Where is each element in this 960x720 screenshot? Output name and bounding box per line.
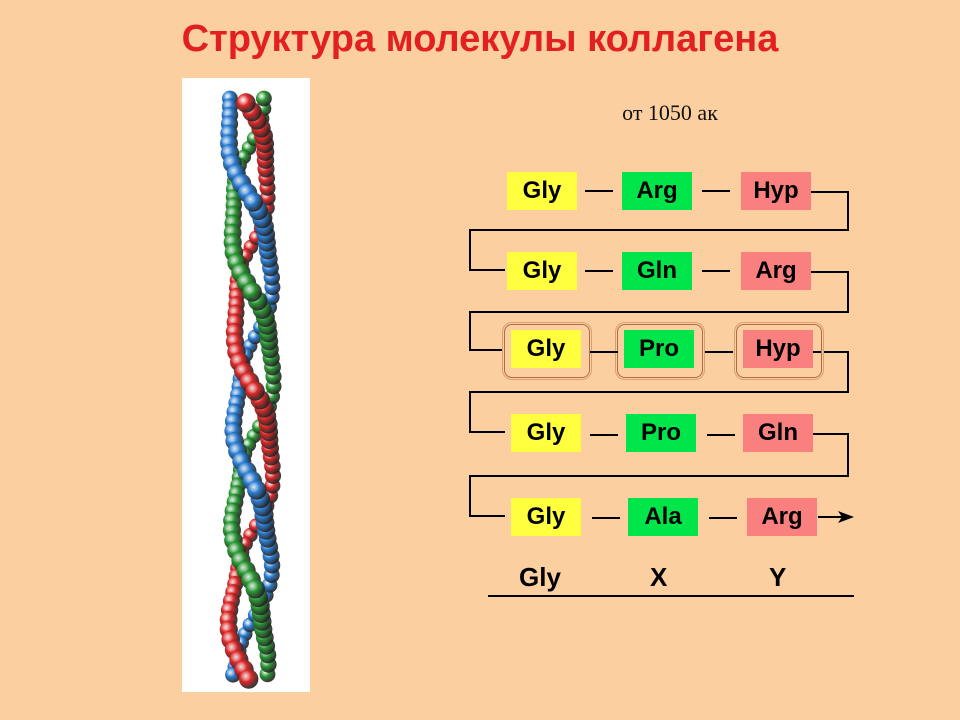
helix-bead	[242, 282, 262, 302]
row-1-bond-1	[585, 190, 613, 192]
row-4-gly: Gly	[511, 414, 581, 452]
helix-bead	[256, 90, 272, 107]
legend-y: Y	[769, 562, 787, 592]
row-1-y: Hyp	[741, 172, 811, 210]
legend-gly: Gly	[519, 562, 561, 592]
row-5-bond-2	[709, 517, 737, 519]
legend-rule	[488, 595, 854, 597]
row-5-gly: Gly	[511, 498, 581, 536]
highlight-frame-y	[736, 324, 822, 378]
row-1-x: Arg	[622, 172, 692, 210]
row-3-gly: Gly	[511, 330, 581, 368]
row-2-bond-2	[702, 270, 730, 272]
row-5-y: Arg	[747, 498, 817, 536]
row-3-y: Hyp	[743, 330, 813, 368]
helix-bead	[247, 480, 267, 500]
helix-bead	[245, 579, 265, 599]
row-2-x: Gln	[622, 252, 692, 290]
slide-title: Структура молекулы коллагена	[181, 18, 779, 60]
row-4-bond-1	[590, 434, 618, 436]
row-1-gly: Gly	[507, 172, 577, 210]
helix-bead	[239, 669, 259, 689]
row-4-y: Gln	[743, 414, 813, 452]
helix-bead	[243, 192, 263, 212]
legend-x: X	[650, 562, 668, 592]
row-3-bond-1	[590, 351, 618, 353]
row-2-gly: Gly	[507, 252, 577, 290]
length-note: от 1050 ак	[622, 100, 718, 125]
row-3-x: Pro	[624, 330, 694, 368]
helix-bead	[236, 93, 256, 113]
row-2-y: Arg	[741, 252, 811, 290]
highlight-frame-gly	[504, 324, 590, 378]
row-2-bond-1	[585, 270, 613, 272]
helix-bead	[245, 381, 265, 401]
collagen-triple-helix-image	[182, 78, 310, 692]
row-3-bond-2	[705, 351, 733, 353]
row-5-x: Ala	[628, 498, 698, 536]
row-4-bond-2	[707, 434, 735, 436]
row-1-bond-2	[702, 190, 730, 192]
row-4-x: Pro	[626, 414, 696, 452]
row-5-bond-1	[592, 517, 620, 519]
